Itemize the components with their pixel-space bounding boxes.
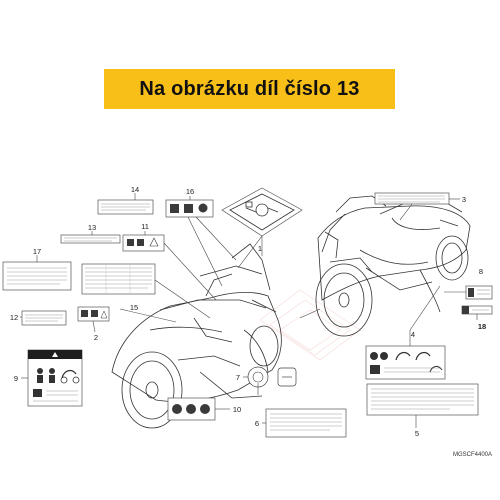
label-2-sticker <box>77 306 110 322</box>
callout-10: 10 <box>233 405 241 414</box>
motorcycle-front-view <box>111 243 282 429</box>
label-4-sticker <box>365 345 446 380</box>
banner-title: Na obrázku díl číslo 13 <box>139 78 360 100</box>
label-11-sticker <box>122 234 165 252</box>
callout-6: 6 <box>255 419 259 428</box>
label-13-sticker <box>60 234 121 244</box>
callout-3: 3 <box>462 195 466 204</box>
label-9-warning-sticker <box>27 349 83 407</box>
label-8-sticker <box>465 285 493 300</box>
title-banner: Na obrázku díl číslo 13 <box>104 69 395 109</box>
label-17-sticker <box>2 261 72 291</box>
label-16-icon-strip <box>165 199 214 218</box>
callout-18: 18 <box>478 322 486 331</box>
label-3-sticker <box>374 192 450 205</box>
label-7-round-symbol <box>247 366 297 395</box>
leader-lines <box>20 193 478 428</box>
label-6-sticker <box>265 408 347 438</box>
label-10-icon-strip <box>167 397 216 421</box>
callout-4: 4 <box>411 330 415 339</box>
motorcycle-rear-view <box>315 195 471 337</box>
callout-12: 12 <box>10 313 18 322</box>
callout-14: 14 <box>131 185 139 194</box>
callout-8: 8 <box>479 267 483 276</box>
label-18-sticker <box>461 305 493 315</box>
callout-13: 13 <box>88 223 96 232</box>
callout-16: 16 <box>186 187 194 196</box>
label-5-sticker <box>366 383 479 416</box>
label-1-diamond-emblem <box>221 187 303 237</box>
label-15-text-block <box>81 263 156 295</box>
callout-17: 17 <box>33 247 41 256</box>
label-14-sticker <box>97 199 154 215</box>
diagram-code: MGSCF4400A <box>453 452 492 458</box>
label-12-sticker <box>21 310 67 326</box>
callout-5: 5 <box>415 429 419 438</box>
callout-9: 9 <box>14 374 18 383</box>
callout-15: 15 <box>130 303 138 312</box>
callout-11: 11 <box>141 222 149 231</box>
callout-7: 7 <box>236 373 240 382</box>
callout-2: 2 <box>94 333 98 342</box>
callout-numbers: 1 2 3 4 5 6 7 8 9 10 11 12 13 14 15 16 1… <box>10 185 492 458</box>
faint-watermark-graphic <box>259 289 361 361</box>
callout-1: 1 <box>258 244 262 253</box>
